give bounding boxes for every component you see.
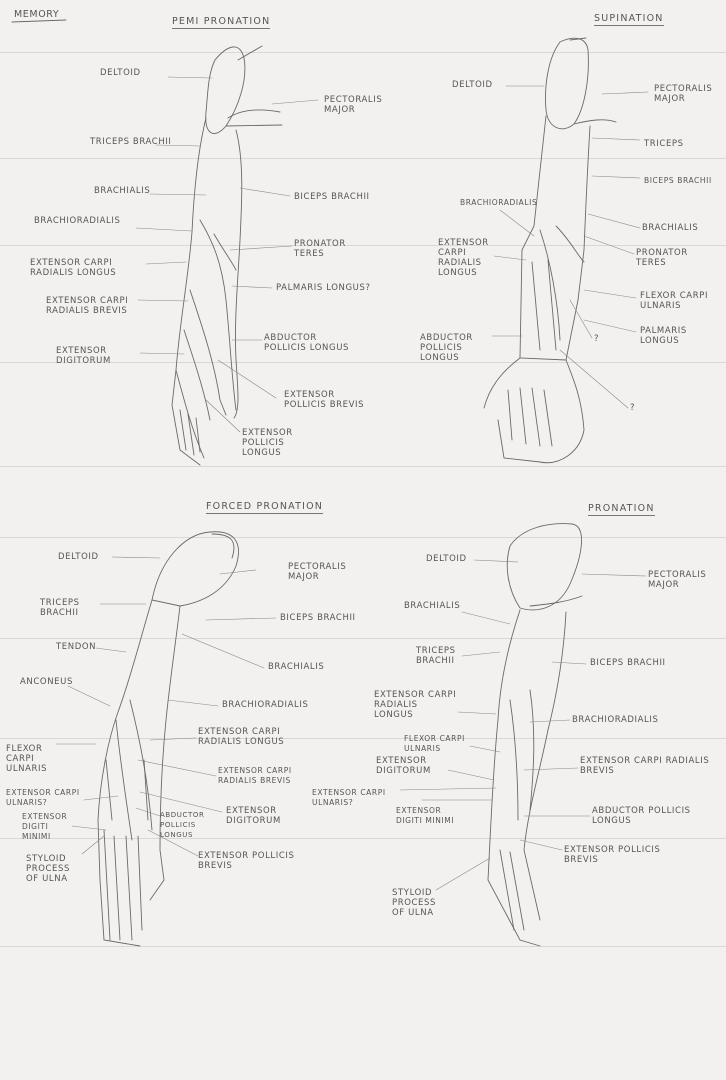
label-ext-carpi-rad-brevis: EXTENSOR CARPI RADIALIS BREVIS bbox=[46, 296, 129, 316]
label-abductor-pollicis-longus: ABDUCTOR POLLICIS LONGUS bbox=[592, 806, 691, 826]
label-abductor-pollicis-longus: ABDUCTOR POLLICIS LONGUS bbox=[420, 333, 473, 363]
label-ext-carpi-ulnaris: EXTENSOR CARPI ULNARIS? bbox=[312, 788, 386, 807]
label-abductor-pollicis-longus: ABDUCTOR POLLICIS LONGUS bbox=[264, 333, 350, 353]
label-extensor-digitorum: EXTENSOR DIGITORUM bbox=[226, 806, 281, 826]
label-brachialis: BRACHIALIS bbox=[268, 662, 325, 672]
label-ext-carpi-rad-longus: EXTENSOR CARPI RADIALIS LONGUS bbox=[374, 690, 457, 720]
arm-sketch-supination bbox=[483, 37, 617, 464]
label-extensor-digitorum: EXTENSOR DIGITORUM bbox=[56, 346, 111, 366]
label-triceps-brachii: TRICEPS BRACHII bbox=[90, 137, 172, 147]
label-flexor-carpi-ulnaris: FLEXOR CARPI ULNARIS bbox=[404, 734, 465, 753]
heading-underline bbox=[11, 19, 67, 23]
label-brachioradialis: BRACHIORADIALIS bbox=[34, 216, 121, 226]
label-ext-pollicis-longus: EXTENSOR POLLICIS LONGUS bbox=[242, 428, 293, 458]
label-pectoralis-major: PECTORALIS MAJOR bbox=[324, 95, 383, 115]
label-brachioradialis: BRACHIORADIALIS bbox=[572, 715, 659, 725]
arm-sketch-pronation bbox=[487, 523, 583, 947]
label-ext-digiti-minimi: EXTENSOR DIGITI MINIMI bbox=[22, 812, 68, 841]
panel-title-pronation: PRONATION bbox=[588, 503, 655, 516]
label-pronator-teres: PRONATOR TERES bbox=[636, 248, 688, 268]
label-styloid-process-of-ulna: STYLOID PROCESS OF ULNA bbox=[392, 888, 437, 918]
label-palmaris-longus: PALMARIS LONGUS bbox=[640, 326, 687, 346]
label-biceps-brachii: BICEPS BRACHII bbox=[644, 176, 712, 185]
label-question-mark: ? bbox=[594, 334, 600, 344]
label-deltoid: DELTOID bbox=[452, 80, 493, 90]
label-biceps-brachii: BICEPS BRACHII bbox=[280, 613, 356, 623]
label-brachialis: BRACHIALIS bbox=[404, 601, 461, 611]
label-flexor-carpi-ulnaris: FLEXOR CARPI ULNARIS bbox=[6, 744, 48, 774]
leader-lines-p3 bbox=[55, 556, 277, 857]
leader-lines-p1 bbox=[135, 76, 319, 433]
label-ext-pollicis-brevis: EXTENSOR POLLICIS BREVIS bbox=[198, 851, 295, 871]
ruled-line bbox=[0, 638, 726, 639]
label-biceps-brachii: BICEPS BRACHII bbox=[590, 658, 666, 668]
panel-title-demi-pronation: PEMI PRONATION bbox=[172, 16, 271, 29]
leader-lines-p4 bbox=[399, 559, 647, 891]
label-extensor-digitorum: EXTENSOR DIGITORUM bbox=[376, 756, 431, 776]
label-tendon: TENDON bbox=[56, 642, 97, 652]
label-deltoid: DELTOID bbox=[58, 552, 99, 562]
label-pectoralis-major: PECTORALIS MAJOR bbox=[648, 570, 707, 590]
label-triceps-brachii: TRICEPS BRACHII bbox=[416, 646, 456, 666]
label-styloid-process-of-ulna: STYLOID PROCESS OF ULNA bbox=[26, 854, 71, 884]
ruled-line bbox=[0, 245, 726, 246]
ruled-line bbox=[0, 466, 726, 467]
label-flexor-carpi-ulnaris: FLEXOR CARPI ULNARIS bbox=[640, 291, 709, 311]
ruled-line bbox=[0, 946, 726, 947]
label-question-mark: ? bbox=[630, 403, 636, 413]
label-ext-carpi-rad-longus: EXTENSOR CARPI RADIALIS LONGUS bbox=[438, 238, 489, 278]
label-triceps: TRICEPS bbox=[644, 139, 684, 149]
label-deltoid: DELTOID bbox=[100, 68, 141, 78]
label-deltoid: DELTOID bbox=[426, 554, 467, 564]
label-brachialis: BRACHIALIS bbox=[94, 186, 151, 196]
panel-title-supination: SUPINATION bbox=[594, 13, 664, 26]
label-brachioradialis: BRACHIORADIALIS bbox=[222, 700, 309, 710]
ruled-line bbox=[0, 362, 726, 363]
arm-sketch-demi-pronation bbox=[171, 45, 283, 466]
label-pronator-teres: PRONATOR TERES bbox=[294, 239, 346, 259]
page-heading: MEMORY bbox=[14, 9, 60, 20]
ruled-line bbox=[0, 158, 726, 159]
leader-lines-p2 bbox=[491, 85, 649, 409]
label-ext-pollicis-brevis: EXTENSOR POLLICIS BREVIS bbox=[284, 390, 365, 410]
label-ext-carpi-rad-brevis: EXTENSOR CARPI RADIALIS BREVIS bbox=[218, 766, 292, 785]
label-pectoralis-major: PECTORALIS MAJOR bbox=[288, 562, 347, 582]
label-brachioradialis: BRACHIORADIALIS bbox=[460, 198, 538, 207]
label-anconeus: ANCONEUS bbox=[20, 677, 73, 687]
label-ext-digiti-minimi: EXTENSOR DIGITI MINIMI bbox=[396, 806, 455, 825]
ruled-line bbox=[0, 537, 726, 538]
label-brachialis: BRACHIALIS bbox=[642, 223, 699, 233]
label-ext-pollicis-brevis: EXTENSOR POLLICIS BREVIS bbox=[564, 845, 661, 865]
label-ext-carpi-rad-brevis: EXTENSOR CARPI RADIALIS BREVIS bbox=[580, 756, 710, 776]
label-ext-carpi-rad-longus: EXTENSOR CARPI RADIALIS LONGUS bbox=[30, 258, 117, 278]
label-ext-carpi-rad-longus: EXTENSOR CARPI RADIALIS LONGUS bbox=[198, 727, 285, 747]
label-triceps-brachii: TRICEPS BRACHII bbox=[40, 598, 80, 618]
label-palmaris-longus: PALMARIS LONGUS? bbox=[276, 283, 371, 293]
ruled-line bbox=[0, 838, 726, 839]
label-ext-carpi-ulnaris: EXTENSOR CARPI ULNARIS? bbox=[6, 788, 80, 807]
ruled-line bbox=[0, 738, 726, 739]
label-abductor-pollicis-longus: ABDUCTOR POLLICIS LONGUS bbox=[160, 811, 205, 839]
label-biceps-brachii: BICEPS BRACHII bbox=[294, 192, 370, 202]
ruled-line bbox=[0, 52, 726, 53]
panel-title-forced-pronation: FORCED PRONATION bbox=[206, 501, 324, 514]
label-pectoralis-major: PECTORALIS MAJOR bbox=[654, 84, 713, 104]
